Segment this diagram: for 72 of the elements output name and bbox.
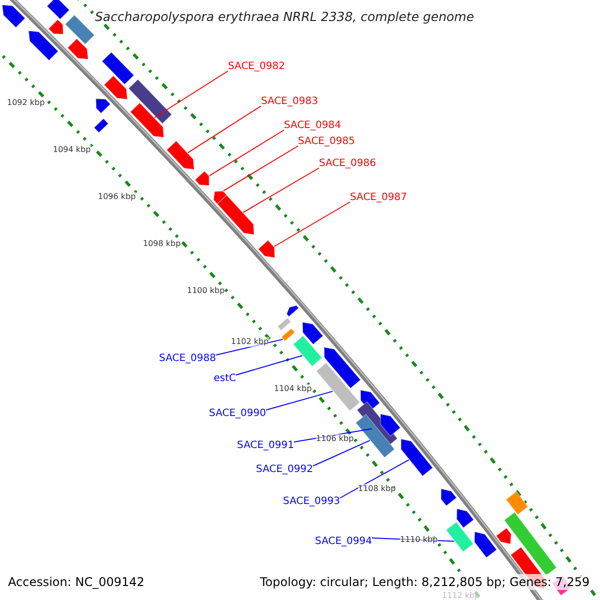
gene-label: SACE_0988 [159, 353, 216, 365]
gene-bar [166, 140, 195, 170]
gene-label: SACE_0982 [228, 61, 285, 73]
gene-bar [324, 346, 362, 389]
footer-text: Accession: NC_009142 [8, 574, 144, 590]
gene-bar [46, 0, 70, 20]
gene-bar [216, 194, 255, 236]
gene-label: SACE_0991 [237, 440, 294, 452]
leader-line [340, 459, 410, 498]
scale-label: 1092 kbp [7, 98, 45, 108]
gene-label: SACE_0992 [256, 464, 313, 476]
leader-line [209, 130, 284, 176]
leader-line [294, 428, 372, 442]
footer-text: Topology: circular; Length: 8,212,805 bp; Genes: 7,259 [260, 574, 590, 590]
leader-line [242, 168, 320, 213]
gene-label: SACE_0984 [284, 120, 341, 132]
scale-label: 1096 kbp [98, 192, 136, 202]
gene-bar [48, 19, 64, 35]
gene-bar [2, 4, 26, 28]
gene-bar [64, 14, 95, 45]
gene-bar [400, 438, 434, 477]
leader-line [312, 440, 370, 466]
leader-line [216, 338, 284, 356]
title: Saccharopolyspora erythraea NRRL 2338, complete genome [95, 9, 474, 24]
gene-label: SACE_0990 [209, 408, 266, 420]
gene-bar [286, 305, 300, 318]
gene-bar [292, 335, 322, 367]
scale-label: 1100 kbp [187, 286, 225, 296]
gene-bar [496, 527, 512, 544]
gene-bar [302, 322, 324, 345]
scale-label: 1094 kbp [53, 145, 91, 155]
scale-label: 1098 kbp [143, 239, 181, 249]
leader-line [223, 146, 298, 192]
gene-bar [95, 98, 111, 114]
leader-line [274, 202, 350, 247]
gene-bar [474, 531, 498, 558]
gene-label: SACE_0987 [350, 192, 407, 204]
gene-label: SACE_0983 [261, 96, 318, 108]
gene-bar [67, 38, 89, 60]
gene-label: SACE_0986 [319, 158, 376, 170]
gene-bar [28, 30, 59, 61]
scale-label: 1110 kbp [400, 535, 438, 545]
gene-bar [94, 118, 109, 134]
scale-label: 1102 kbp [231, 337, 269, 347]
gene-label: SACE_0993 [283, 496, 340, 508]
scale-label: 1108 kbp [358, 484, 396, 494]
gene-bar [504, 512, 558, 576]
gene-bar [213, 190, 228, 205]
gene-bar [456, 508, 474, 528]
leader-line [266, 390, 334, 410]
leader-line [187, 106, 262, 154]
leader-line [372, 538, 455, 542]
gene-bar [128, 78, 172, 124]
gene-label: SACE_0985 [298, 136, 355, 148]
scale-label: 1106 kbp [316, 434, 354, 444]
gene-label: estC [214, 373, 236, 385]
gene-bar [316, 362, 360, 412]
gene-bar [277, 317, 292, 331]
leader-line [236, 355, 303, 376]
gene-bar [355, 414, 396, 458]
gene-bar [258, 240, 276, 258]
leader-line [154, 70, 228, 118]
gene-bar [194, 170, 210, 186]
scale-label: 1104 kbp [274, 384, 312, 394]
gene-bar [380, 414, 401, 437]
gene-bar [505, 490, 529, 516]
gene-bar [101, 52, 134, 85]
gene-bar [280, 328, 296, 342]
gene-bar [446, 521, 474, 552]
gene-bar [130, 102, 164, 138]
gene-bar [440, 488, 458, 506]
gene-label: SACE_0994 [315, 536, 372, 548]
